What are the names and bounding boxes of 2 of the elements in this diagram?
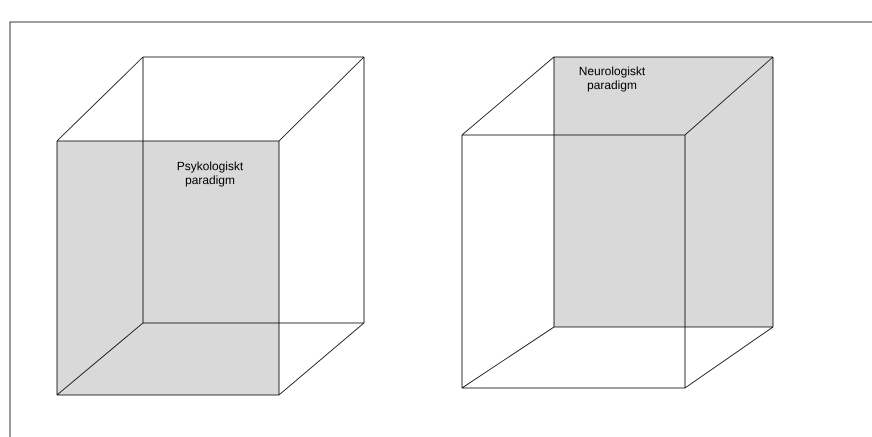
shaded-face: Neurologiskt paradigm [554, 57, 773, 327]
shaded-face: Psykologiskt paradigm [57, 140, 279, 395]
